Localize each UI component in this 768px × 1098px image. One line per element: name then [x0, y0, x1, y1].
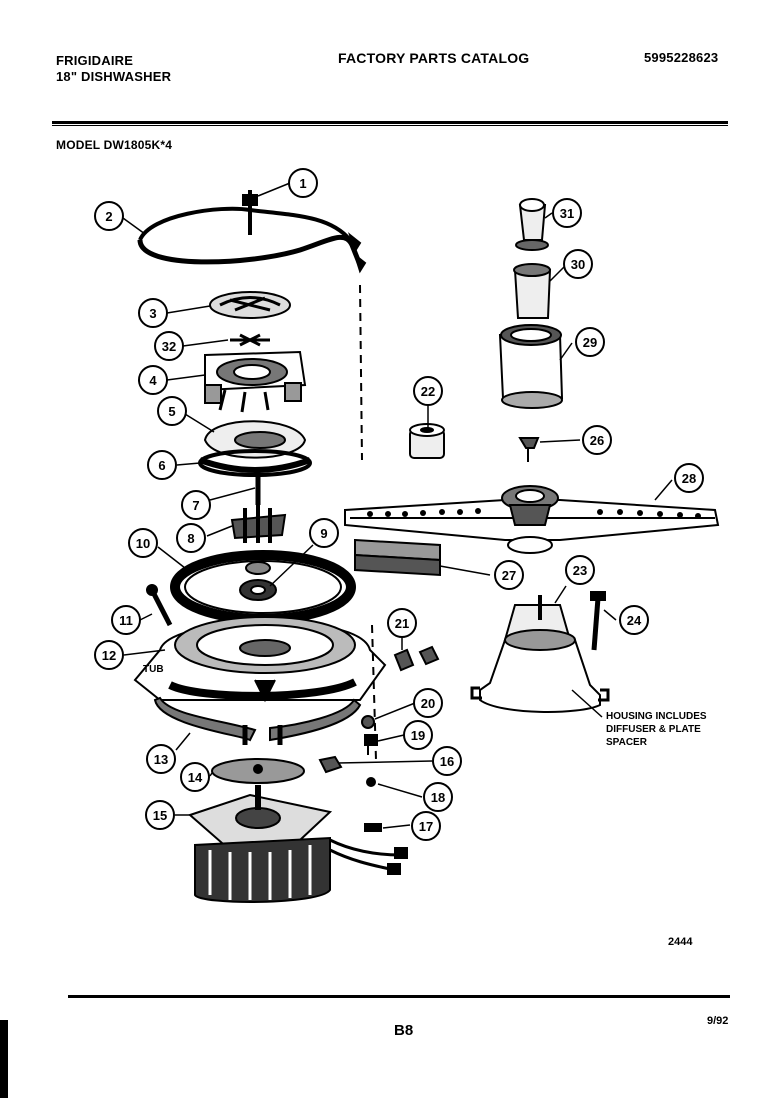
header-rule — [52, 121, 728, 124]
callout-label: 1 — [299, 176, 306, 191]
callout-label: 5 — [168, 404, 175, 419]
callout-label: 8 — [187, 531, 194, 546]
callout-22: 22 — [413, 376, 443, 406]
callout-20: 20 — [413, 688, 443, 718]
footer-rule — [68, 995, 730, 998]
drawing-number: 2444 — [668, 936, 693, 948]
part-nut-20 — [361, 715, 375, 729]
callout-label: 11 — [119, 613, 133, 628]
callout-7: 7 — [181, 490, 211, 520]
brand-name: FRIGIDAIRE — [56, 53, 134, 68]
callout-label: 32 — [162, 339, 176, 354]
housing-note: HOUSING INCLUDES DIFFUSER & PLATE SPACER — [606, 710, 707, 749]
part-screw-24 — [591, 597, 601, 651]
callout-label: 29 — [583, 335, 597, 350]
header-rule-thin — [52, 125, 728, 126]
callout-label: 4 — [149, 373, 157, 388]
callout-label: 15 — [153, 808, 167, 823]
callout-21: 21 — [387, 608, 417, 638]
callout-label: 24 — [627, 613, 642, 628]
catalog-title: FACTORY PARTS CATALOG — [338, 50, 530, 66]
part-spring-21 — [393, 645, 440, 672]
callout-10: 10 — [128, 528, 158, 558]
callout-23: 23 — [565, 555, 595, 585]
housing-note-line: HOUSING INCLUDES — [606, 711, 707, 722]
callout-15: 15 — [145, 800, 175, 830]
part-nut-18 — [366, 777, 376, 787]
callout-11: 11 — [111, 605, 141, 635]
tub-label: TUB — [143, 664, 164, 675]
part-clamp-17 — [364, 823, 382, 832]
product-name: 18" DISHWASHER — [56, 69, 172, 84]
callout-label: 30 — [571, 257, 585, 272]
callout-28: 28 — [674, 463, 704, 493]
callout-31: 31 — [552, 198, 582, 228]
callout-2: 2 — [94, 201, 124, 231]
callout-5: 5 — [157, 396, 187, 426]
callout-12: 12 — [94, 640, 124, 670]
part-screw-19 — [364, 734, 378, 755]
callout-13: 13 — [146, 744, 176, 774]
callout-27: 27 — [494, 560, 524, 590]
callout-9: 9 — [309, 518, 339, 548]
housing-note-line: SPACER — [606, 737, 647, 748]
callout-label: 19 — [411, 728, 425, 743]
callout-label: 10 — [136, 536, 150, 551]
revision-date: 9/92 — [707, 1015, 729, 1027]
callout-4: 4 — [138, 365, 168, 395]
part-tube — [513, 269, 552, 319]
callout-label: 27 — [502, 568, 516, 583]
callout-18: 18 — [423, 782, 453, 812]
callout-1: 1 — [288, 168, 318, 198]
callout-14: 14 — [180, 762, 210, 792]
callout-label: 12 — [102, 648, 116, 663]
scan-edge-mark — [0, 1020, 8, 1098]
callout-label: 3 — [149, 306, 156, 321]
callout-17: 17 — [411, 811, 441, 841]
callout-label: 21 — [395, 616, 409, 631]
callout-16: 16 — [432, 746, 462, 776]
callout-label: 13 — [154, 752, 168, 767]
callout-label: 20 — [421, 696, 435, 711]
part-bracket — [153, 696, 257, 742]
callout-8: 8 — [176, 523, 206, 553]
callout-label: 7 — [192, 498, 199, 513]
callouts: 1 2 3 32 4 5 6 7 8 9 10 11 12 13 14 15 1… — [94, 168, 704, 841]
callout-label: 14 — [188, 770, 203, 785]
part-clip — [230, 333, 270, 347]
callout-label: 23 — [573, 563, 587, 578]
callout-24: 24 — [619, 605, 649, 635]
callout-label: 16 — [440, 754, 454, 769]
callout-label: 17 — [419, 819, 433, 834]
part-clip-26 — [518, 437, 540, 462]
callout-label: 22 — [421, 384, 435, 399]
callout-label: 2 — [105, 209, 112, 224]
housing-note-line: DIFFUSER & PLATE — [606, 724, 701, 735]
callout-32: 32 — [154, 331, 184, 361]
callout-label: 31 — [560, 206, 574, 221]
callout-label: 9 — [320, 526, 327, 541]
part-wire-harness — [137, 234, 363, 266]
callout-6: 6 — [147, 450, 177, 480]
callout-19: 19 — [403, 720, 433, 750]
part-fitting-16 — [318, 755, 343, 774]
model-number: MODEL DW1805K*4 — [56, 138, 173, 152]
callout-30: 30 — [563, 249, 593, 279]
callout-label: 26 — [590, 433, 604, 448]
part-screw — [149, 588, 173, 627]
callout-label: 6 — [158, 458, 165, 473]
callout-label: 18 — [431, 790, 445, 805]
page-number: B8 — [394, 1022, 414, 1039]
callout-26: 26 — [582, 425, 612, 455]
callout-3: 3 — [138, 298, 168, 328]
callout-label: 28 — [682, 471, 696, 486]
callout-29: 29 — [575, 327, 605, 357]
catalog-number: 5995228623 — [644, 50, 719, 65]
